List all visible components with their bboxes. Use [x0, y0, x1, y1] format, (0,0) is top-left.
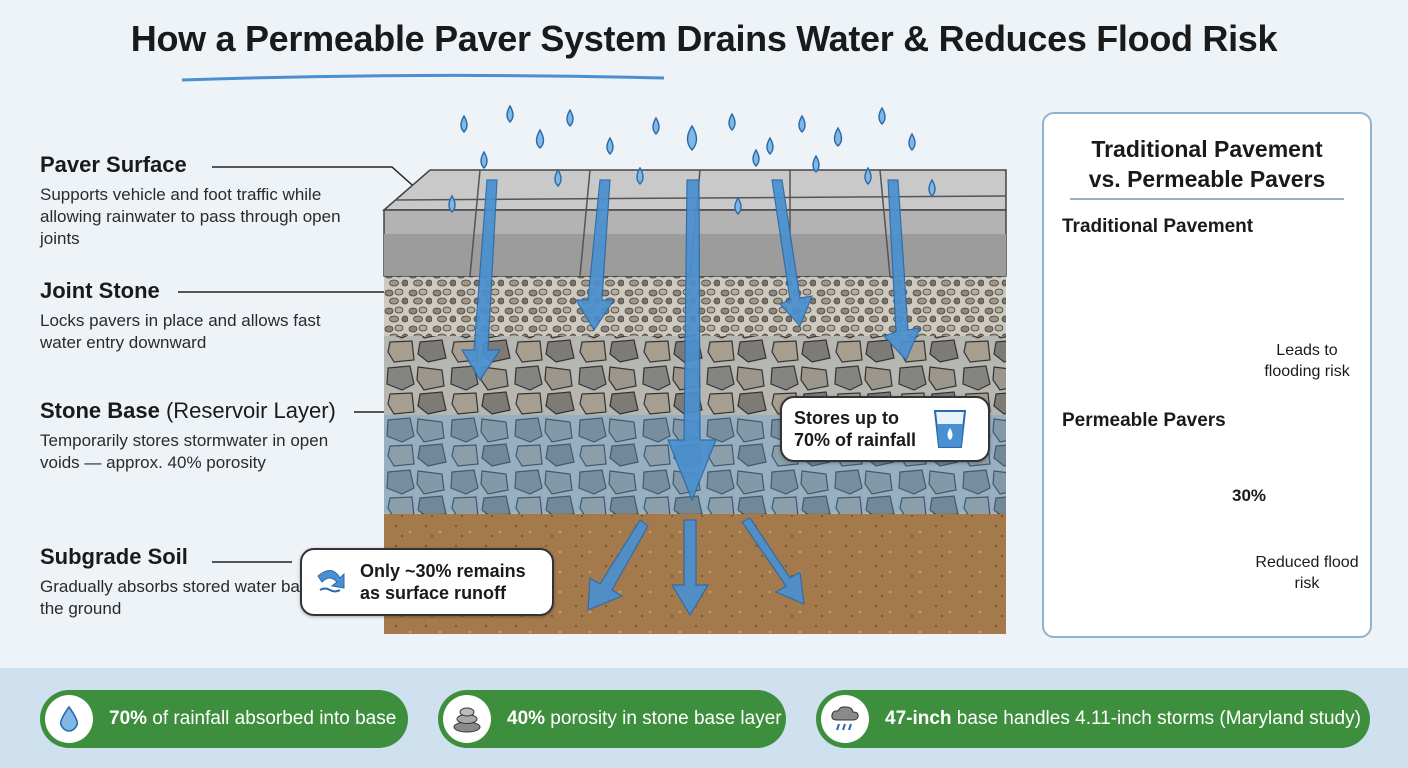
permeable-pavers-label: Permeable Pavers	[1062, 410, 1226, 431]
rain-drops	[448, 104, 936, 215]
runoff-callout: Only ~30% remains as surface runoff	[300, 548, 554, 616]
stat-pill-porosity: 40% porosity in stone base layer	[438, 690, 786, 748]
storage-callout: Stores up to 70% of rainfall	[780, 396, 990, 462]
comparison-panel: Traditional Pavement vs. Permeable Paver…	[1042, 112, 1372, 638]
layer-description: Locks pavers in place and allows fast wa…	[40, 311, 321, 352]
layer-description: Gradually absorbs stored water back into…	[40, 577, 349, 618]
runoff-callout-text: Only ~30% remains as surface runoff	[360, 561, 526, 603]
layer-description: Supports vehicle and foot traffic while …	[40, 185, 341, 248]
layer-title: Stone Base	[40, 398, 160, 423]
stat-value: 47-inch	[885, 708, 952, 729]
layer-subtitle: (Reservoir Layer)	[165, 398, 336, 423]
stat-pill-storm-capacity: 47-inch base handles 4.11-inch storms (M…	[816, 690, 1370, 748]
layer-label-subgrade-soil: Subgrade Soil Gradually absorbs stored w…	[40, 544, 360, 620]
permeable-absorbed-percent: 70%	[1156, 532, 1191, 551]
water-drop-icon	[45, 695, 93, 743]
water-glass-icon	[933, 410, 967, 448]
stat-value: 40%	[507, 708, 546, 729]
layer-label-stone-base: Stone Base (Reservoir Layer) Temporarily…	[40, 398, 360, 474]
rain-cloud-icon	[821, 695, 869, 743]
page-title: How a Permeable Paver System Drains Wate…	[130, 18, 1278, 59]
title-underline	[181, 73, 665, 82]
traditional-pavement-label: Traditional Pavement	[1062, 216, 1254, 237]
layer-label-joint-stone: Joint Stone Locks pavers in place and al…	[40, 278, 360, 354]
panel-divider	[1070, 198, 1344, 200]
stat-pill-absorption: 70% of rainfall absorbed into base	[40, 690, 408, 748]
comparison-title: Traditional Pavement vs. Permeable Paver…	[1088, 136, 1326, 192]
stat-text: of rainfall absorbed into base	[147, 708, 397, 729]
stone-stack-icon	[443, 695, 491, 743]
stat-text: porosity in stone base layer	[545, 708, 782, 729]
stat-text: base handles 4.11-inch storms (Maryland …	[951, 708, 1361, 729]
runoff-arrow-icon	[317, 570, 345, 593]
layer-title: Joint Stone	[40, 278, 160, 303]
leader-lines	[178, 166, 421, 563]
traditional-runoff-percent: 100%	[1121, 297, 1165, 316]
layer-title: Paver Surface	[40, 152, 187, 177]
layer-title: Subgrade Soil	[40, 544, 188, 569]
infiltration-arrows	[460, 179, 921, 617]
layer-label-paver-surface: Paver Surface Supports vehicle and foot …	[40, 152, 360, 250]
permeable-runoff-percent: 30%	[1232, 486, 1267, 505]
permeable-result-text: Reduced flood risk	[1255, 554, 1359, 592]
layer-description: Temporarily stores stormwater in open vo…	[40, 431, 329, 472]
stat-value: 70%	[109, 708, 148, 729]
traditional-result-text: Leads to flooding risk	[1264, 342, 1350, 380]
storage-callout-text: Stores up to 70% of rainfall	[794, 408, 917, 450]
